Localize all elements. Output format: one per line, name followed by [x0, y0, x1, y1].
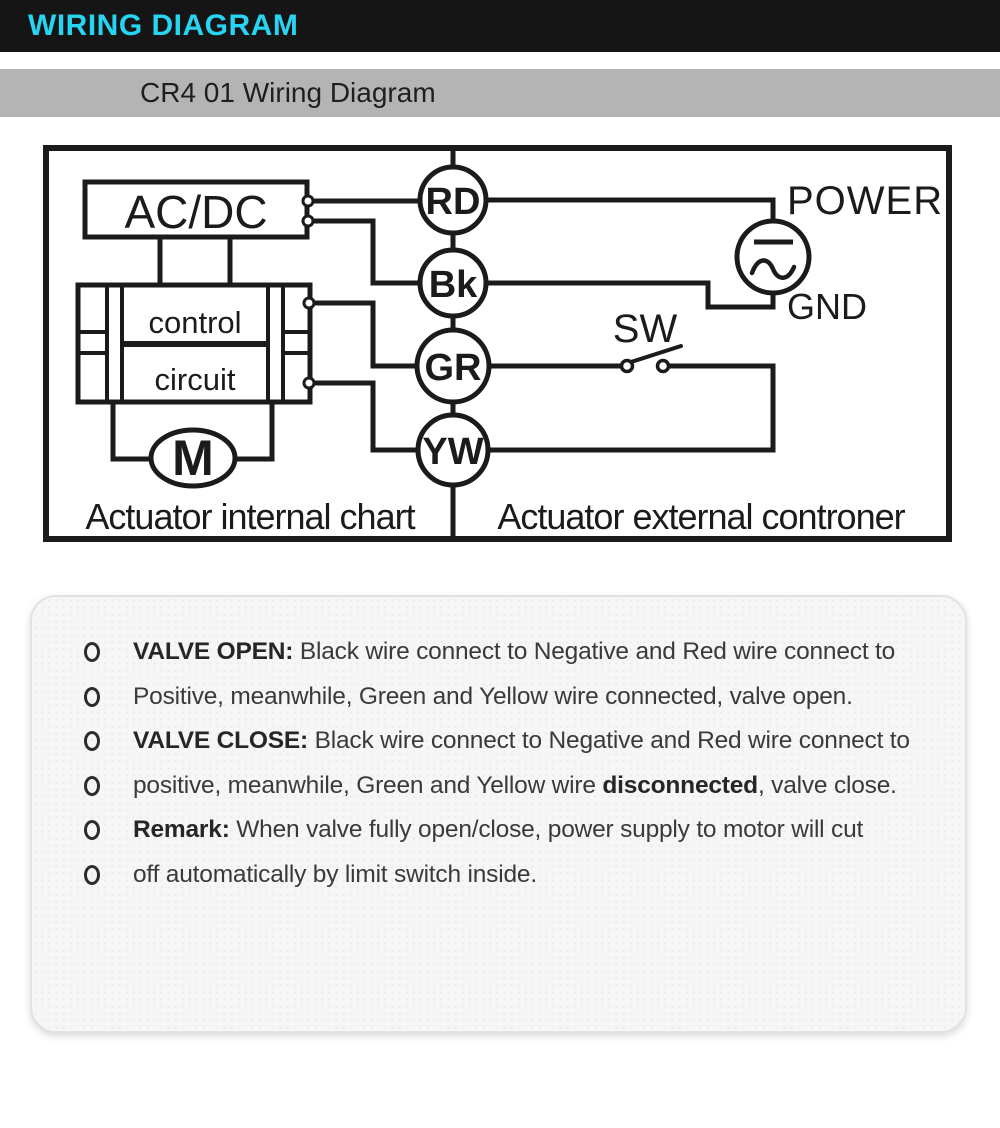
acdc-box: AC/DC	[82, 179, 310, 240]
terminal-yellow	[415, 412, 491, 488]
switch-label: SW	[613, 307, 678, 351]
bullet-circle-icon	[84, 731, 100, 752]
wire-green-label: GR	[425, 347, 482, 389]
note-text: Positive, meanwhile, Green and Yellow wi…	[133, 682, 853, 710]
control-circuit-box	[75, 282, 313, 405]
note-text: positive, meanwhile, Green and Yellow wi…	[133, 771, 897, 799]
terminal-green	[414, 327, 492, 405]
section-title: CR4 01 Wiring Diagram	[140, 77, 436, 108]
notes-card: VALVE OPEN: Black wire connect to Negati…	[30, 595, 967, 1033]
acdc-label: AC/DC	[124, 186, 267, 238]
note-text: Remark: When valve fully open/close, pow…	[133, 816, 864, 844]
wire-yellow-label: YW	[422, 431, 483, 473]
note-line: off automatically by limit switch inside…	[32, 853, 965, 898]
terminal-red	[417, 164, 489, 236]
wire-black-label: Bk	[429, 264, 478, 306]
note-text: off automatically by limit switch inside…	[133, 860, 537, 888]
terminal-black	[417, 247, 489, 319]
note-line: positive, meanwhile, Green and Yellow wi…	[32, 764, 965, 809]
gnd-label: GND	[787, 286, 867, 327]
note-line: Positive, meanwhile, Green and Yellow wi…	[32, 675, 965, 720]
bullet-circle-icon	[84, 686, 100, 707]
caption-external: Actuator external controner	[497, 496, 905, 537]
caption-internal: Actuator internal chart	[85, 496, 415, 537]
page-title: WIRING DIAGRAM	[28, 9, 299, 42]
terminal-dots	[301, 194, 316, 390]
wiring-diagram: AC/DC control circuit M RD Bk GR YW	[43, 145, 952, 542]
wire-red-label: RD	[426, 181, 481, 223]
bullet-circle-icon	[84, 775, 100, 796]
power-label: POWER	[787, 179, 943, 223]
wire-terminals	[414, 164, 492, 488]
switch-icon	[619, 344, 683, 374]
bullet-circle-icon	[84, 864, 100, 885]
circuit-label: circuit	[155, 362, 236, 397]
note-line: Remark: When valve fully open/close, pow…	[32, 808, 965, 853]
note-text: VALVE OPEN: Black wire connect to Negati…	[133, 638, 896, 666]
bullet-circle-icon	[84, 820, 100, 841]
diagram-frame	[43, 145, 952, 542]
motor-icon: M	[148, 427, 238, 489]
motor-label: M	[172, 430, 214, 486]
note-text: VALVE CLOSE: Black wire connect to Negat…	[133, 727, 910, 755]
bullet-circle-icon	[84, 642, 100, 663]
note-line: VALVE CLOSE: Black wire connect to Negat…	[32, 719, 965, 764]
control-label: control	[148, 305, 241, 340]
section-header: CR4 01 Wiring Diagram	[0, 69, 1000, 117]
page-header: WIRING DIAGRAM	[0, 0, 1000, 52]
note-line: VALVE OPEN: Black wire connect to Negati…	[32, 630, 965, 675]
power-source-icon	[734, 218, 812, 296]
